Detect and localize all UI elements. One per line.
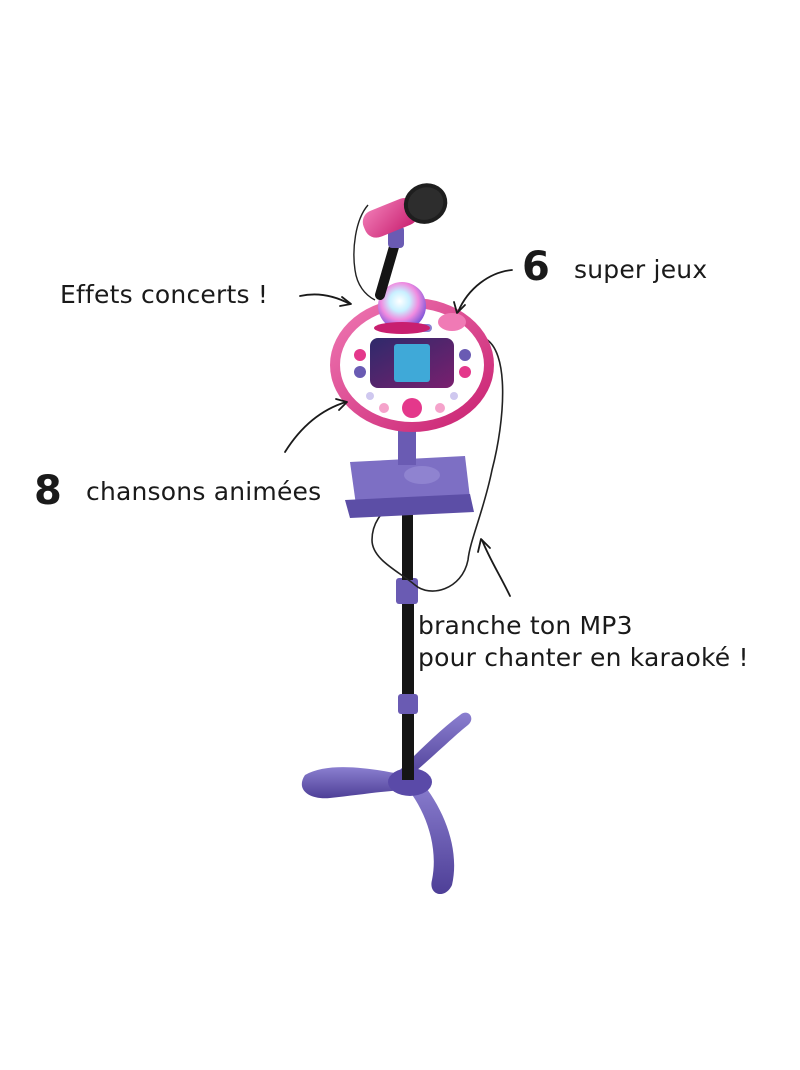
audio-cable bbox=[371, 337, 504, 592]
annotation-jeux-text: super jeux bbox=[574, 255, 708, 284]
annotation-jeux-number: 6 bbox=[522, 244, 550, 290]
arrow-mp3 bbox=[481, 539, 511, 597]
mic-arm bbox=[375, 235, 401, 300]
pole-upper bbox=[402, 500, 413, 580]
pole-collar-upper bbox=[396, 578, 418, 604]
pole-collar-lower bbox=[398, 694, 418, 714]
annotation-chansons-text: chansons animées bbox=[86, 477, 322, 506]
annotation-effets-concerts: Effets concerts ! bbox=[60, 280, 269, 309]
disco-ball bbox=[378, 282, 426, 330]
annotation-chansons-number: 8 bbox=[34, 468, 62, 514]
annotation-mp3-line2: pour chanter en karaoké ! bbox=[418, 643, 749, 672]
pole-lower bbox=[402, 590, 414, 780]
sheet-holder bbox=[345, 456, 474, 518]
karaoke-unit bbox=[330, 298, 494, 432]
microphone bbox=[362, 183, 448, 238]
arrow-effets bbox=[299, 293, 351, 305]
arrow-jeux bbox=[457, 269, 513, 313]
annotation-mp3-line1: branche ton MP3 bbox=[418, 611, 633, 640]
arrow-chansons bbox=[284, 401, 347, 453]
tripod-base bbox=[301, 712, 472, 895]
